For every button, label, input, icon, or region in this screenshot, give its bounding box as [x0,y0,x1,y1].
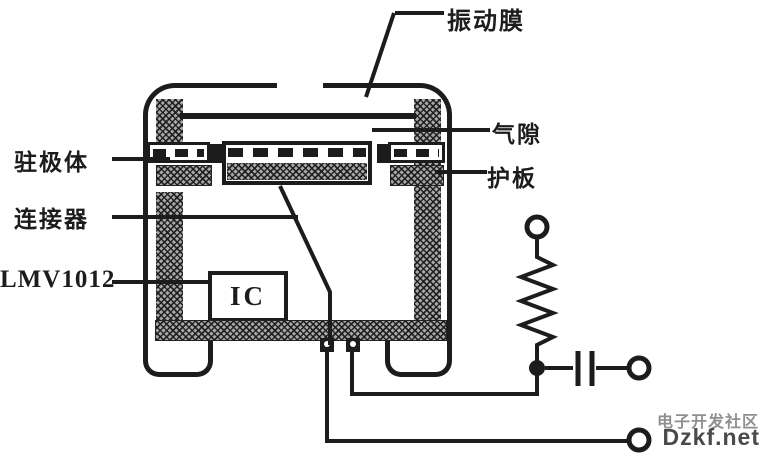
spacer-column-left [156,192,183,324]
pcb-base-plate [155,320,447,341]
electret-charge-dashes [153,148,204,157]
ic-label: IC [229,281,266,311]
output-wire-bottom [325,350,632,443]
electret-charge-dashes [394,148,439,157]
watermark-site: Dzkf.net [662,424,760,450]
air-gap-label: 气隙 [492,121,542,147]
diaphragm-leader [395,11,444,15]
connector-label: 连接器 [14,206,89,232]
can-foot-left [143,330,213,377]
ground-terminal [626,427,652,453]
electret-label: 驻极体 [14,149,89,175]
guard-plate-right [390,165,444,186]
output-wire-mid [350,350,539,396]
spacer-column-right [414,99,441,324]
vcc-terminal [524,214,550,240]
electret-charge-dashes [228,148,366,157]
watermark-community: 电子开发社区 [656,414,759,431]
terminal-hole [324,341,330,347]
ac-output-terminal [626,355,652,381]
backplate-center [222,141,372,185]
guard-plate-leader [435,170,487,174]
connector-leader [112,215,298,219]
guard-plate-left [156,165,212,186]
backplate-hatch [227,163,367,180]
terminal-pin-right [346,338,360,352]
diaphragm-membrane [180,113,416,119]
air-gap-leader [372,128,490,132]
bias-resistor [515,238,559,366]
diaphragm-label: 振动膜 [447,8,525,35]
junction-dot [529,360,545,376]
segment-separator-left [210,144,222,163]
connector-wire [278,185,332,345]
sound-port-gap [277,79,323,90]
spacer-top-left [156,99,183,145]
terminal-hole [350,341,356,347]
chip-leader [112,280,209,284]
electret-leader [112,157,170,161]
guard-plate-label: 护板 [487,165,537,191]
diaphragm-leader-diagonal [364,12,396,98]
chip-label: LMV1012 [0,266,116,293]
electret-segment-right [388,142,445,163]
segment-separator-right [377,144,389,163]
